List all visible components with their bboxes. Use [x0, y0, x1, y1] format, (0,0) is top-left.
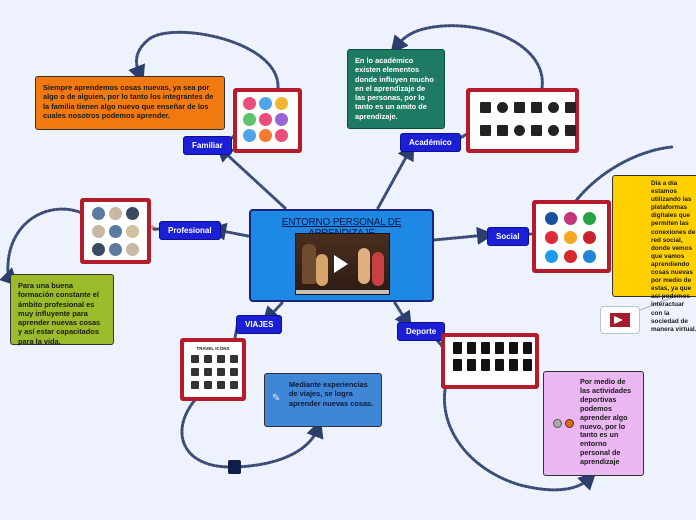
note-academico: En lo académico existen elementos donde …	[347, 49, 445, 129]
family-icons-image	[233, 88, 302, 153]
professions-icons-image	[80, 198, 151, 264]
link-academico	[376, 142, 415, 210]
social-media-icons-image	[532, 200, 611, 273]
central-topic[interactable]: ENTORNO PERSONAL DE APRENDIZAJE	[249, 209, 434, 302]
note-viajes: Mediante experiencias de viajes, se logr…	[264, 373, 382, 427]
pencil-icon: ✎	[150, 224, 158, 234]
curve-profesional	[0, 207, 84, 287]
label-familiar[interactable]: Familiar	[183, 136, 232, 155]
sports-balls-icon	[553, 419, 562, 428]
link-social	[432, 226, 495, 245]
label-social[interactable]: Social	[487, 227, 529, 246]
note-profesional: Para una buena formación constante el ám…	[10, 274, 114, 346]
curve-academico	[390, 24, 544, 90]
pencil-icon: ✎	[272, 393, 281, 404]
curve-social	[573, 145, 674, 204]
travel-icons-image: TRAVEL ICONS	[180, 338, 246, 401]
link-deporte	[393, 301, 412, 330]
education-icons-image	[466, 88, 579, 153]
note-familiar: Siempre aprendemos cosas nuevas, ya sea …	[35, 76, 225, 130]
basketball-icon	[565, 419, 574, 428]
label-profesional[interactable]: Profesional	[159, 221, 221, 240]
curve-deporte	[442, 388, 597, 492]
viajes-marker	[228, 460, 241, 474]
label-viajes[interactable]: VIAJES	[236, 315, 283, 334]
label-deporte[interactable]: Deporte	[397, 322, 446, 341]
curve-familiar	[128, 30, 280, 90]
sports-silhouettes-image	[441, 333, 539, 389]
video-thumbnail[interactable]	[295, 233, 390, 295]
link-profesional	[208, 222, 250, 241]
label-academico[interactable]: Académico	[400, 133, 461, 152]
travel-icons-title: TRAVEL ICONS	[196, 346, 230, 351]
play-icon[interactable]	[334, 255, 348, 273]
flag-icon	[600, 306, 640, 334]
note-social: Día a día estamos utilizando las platafo…	[612, 175, 696, 333]
link-familiar	[215, 143, 287, 210]
